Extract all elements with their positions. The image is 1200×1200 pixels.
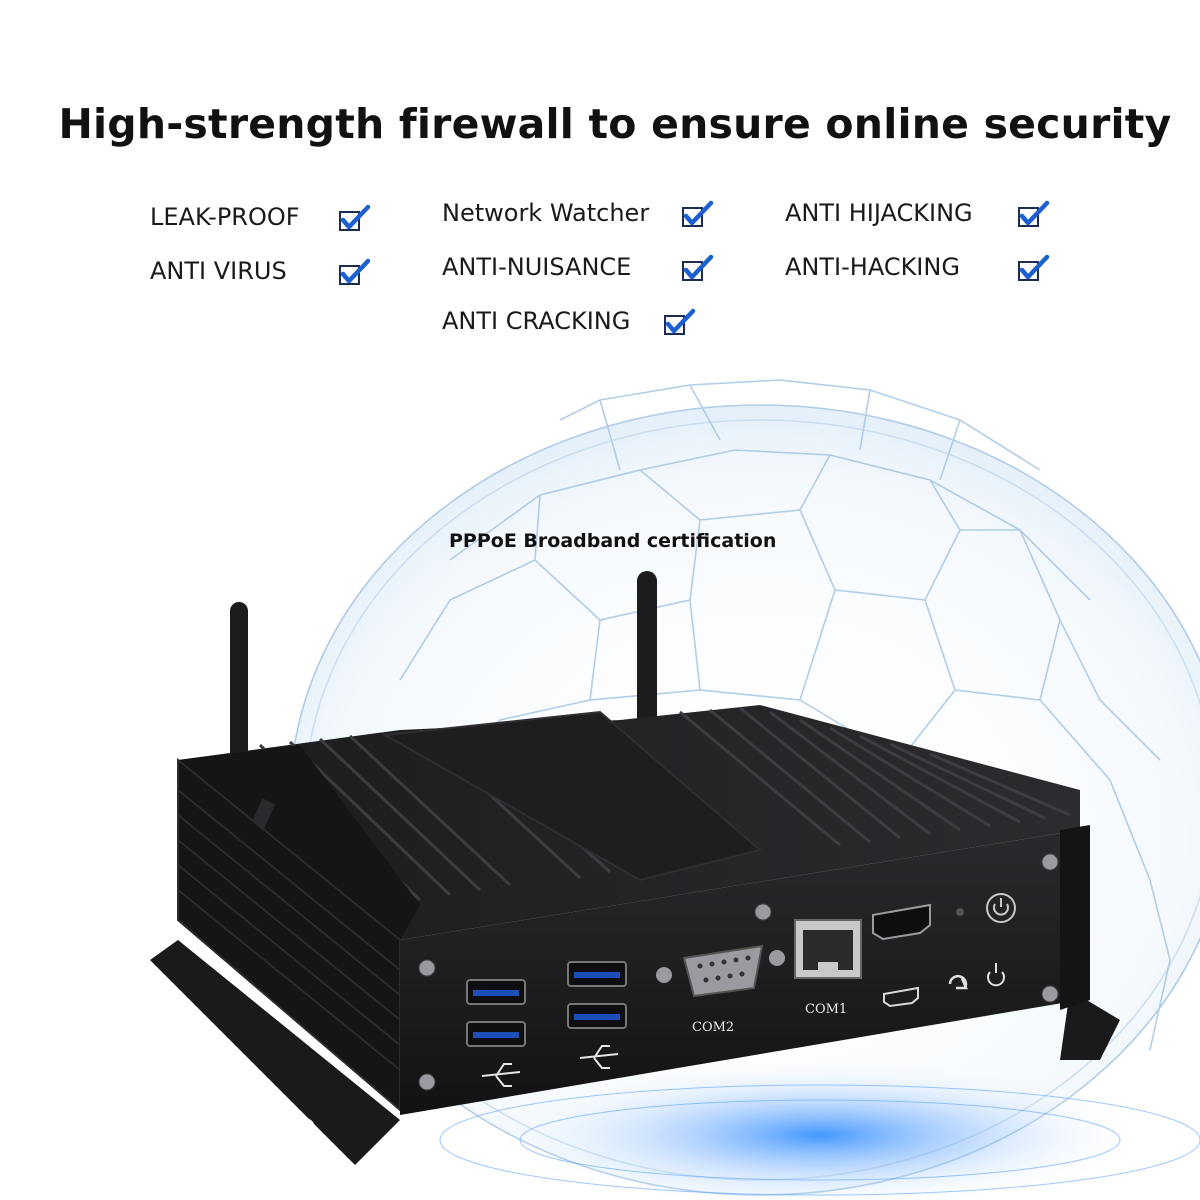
feature-anti-cracking: ANTI CRACKING <box>442 307 631 335</box>
product-image <box>150 379 1200 1200</box>
feature-anti-virus: ANTI VIRUS <box>150 257 287 285</box>
checkbox-checked-icon <box>1018 254 1050 281</box>
glow-effect <box>490 1060 1150 1200</box>
checkbox-checked-icon <box>1018 200 1050 227</box>
antenna-left <box>230 602 248 777</box>
com2-port <box>656 944 785 998</box>
feature-leak-proof: LEAK-PROOF <box>150 203 300 231</box>
checkbox-checked-icon <box>664 308 696 335</box>
checkbox-checked-icon <box>682 254 714 281</box>
feature-anti-hijacking: ANTI HIJACKING <box>785 199 973 227</box>
com2-label: COM2 <box>692 1020 735 1035</box>
device-side <box>177 757 401 1113</box>
checkbox-checked-icon <box>682 200 714 227</box>
antenna-right <box>637 571 657 731</box>
device-top-heatsink <box>178 705 1080 940</box>
feature-network-watcher: Network Watcher <box>442 199 650 227</box>
reset-icon <box>948 974 968 990</box>
checkbox-checked-icon <box>339 204 371 231</box>
power-icon <box>986 893 1016 987</box>
feature-anti-hacking: ANTI-HACKING <box>785 253 960 281</box>
mount-flange-right <box>1060 990 1120 1060</box>
ethernet-icon <box>794 919 862 979</box>
overlay-caption: PPPoE Broadband certification <box>449 530 777 552</box>
usb-ports <box>466 961 627 1047</box>
usb-icon <box>481 1045 619 1087</box>
device-front-panel <box>400 825 1090 1115</box>
checkbox-checked-icon <box>339 258 371 285</box>
com1-label: COM1 <box>805 1002 848 1017</box>
mount-flange-left <box>150 940 400 1165</box>
hdmi-icon <box>872 903 931 1008</box>
page-title: High-strength firewall to ensure online … <box>58 100 1172 148</box>
feature-anti-nuisance: ANTI-NUISANCE <box>442 253 632 281</box>
